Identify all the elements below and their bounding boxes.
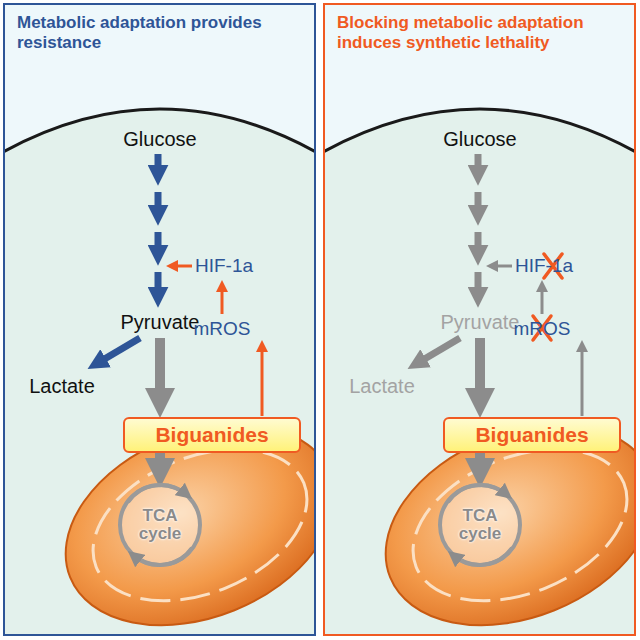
left-scene <box>4 4 315 635</box>
cycle-circle: TCA cycle <box>120 485 200 565</box>
cycle-label: TCA cycle <box>446 507 514 543</box>
cycle-label: TCA cycle <box>126 507 194 543</box>
drug-label: Biguanides <box>155 423 268 446</box>
metabolite-label: Glucose <box>443 128 516 151</box>
drug-label: Biguanides <box>475 423 588 446</box>
drug-box: Biguanides <box>443 417 620 453</box>
cycle-circle: TCA cycle <box>440 485 520 565</box>
metabolite-label: mROS <box>194 318 251 340</box>
drug-box: Biguanides <box>123 417 300 453</box>
panel-title: Metabolic adaptation provides resistance <box>5 5 314 54</box>
panel-title: Blocking metabolic adaptation induces sy… <box>325 5 634 54</box>
right-scene <box>324 4 635 635</box>
metabolite-label: Pyruvate <box>441 311 520 334</box>
metabolite-label: HIF-1a <box>515 255 573 277</box>
metabolite-label: Lactate <box>349 375 415 398</box>
metabolite-label: Lactate <box>29 375 95 398</box>
metabolite-label: Glucose <box>123 128 196 151</box>
metabolite-label: Pyruvate <box>121 311 200 334</box>
metabolite-label: mROS <box>514 318 571 340</box>
metabolite-label: HIF-1a <box>195 255 253 277</box>
